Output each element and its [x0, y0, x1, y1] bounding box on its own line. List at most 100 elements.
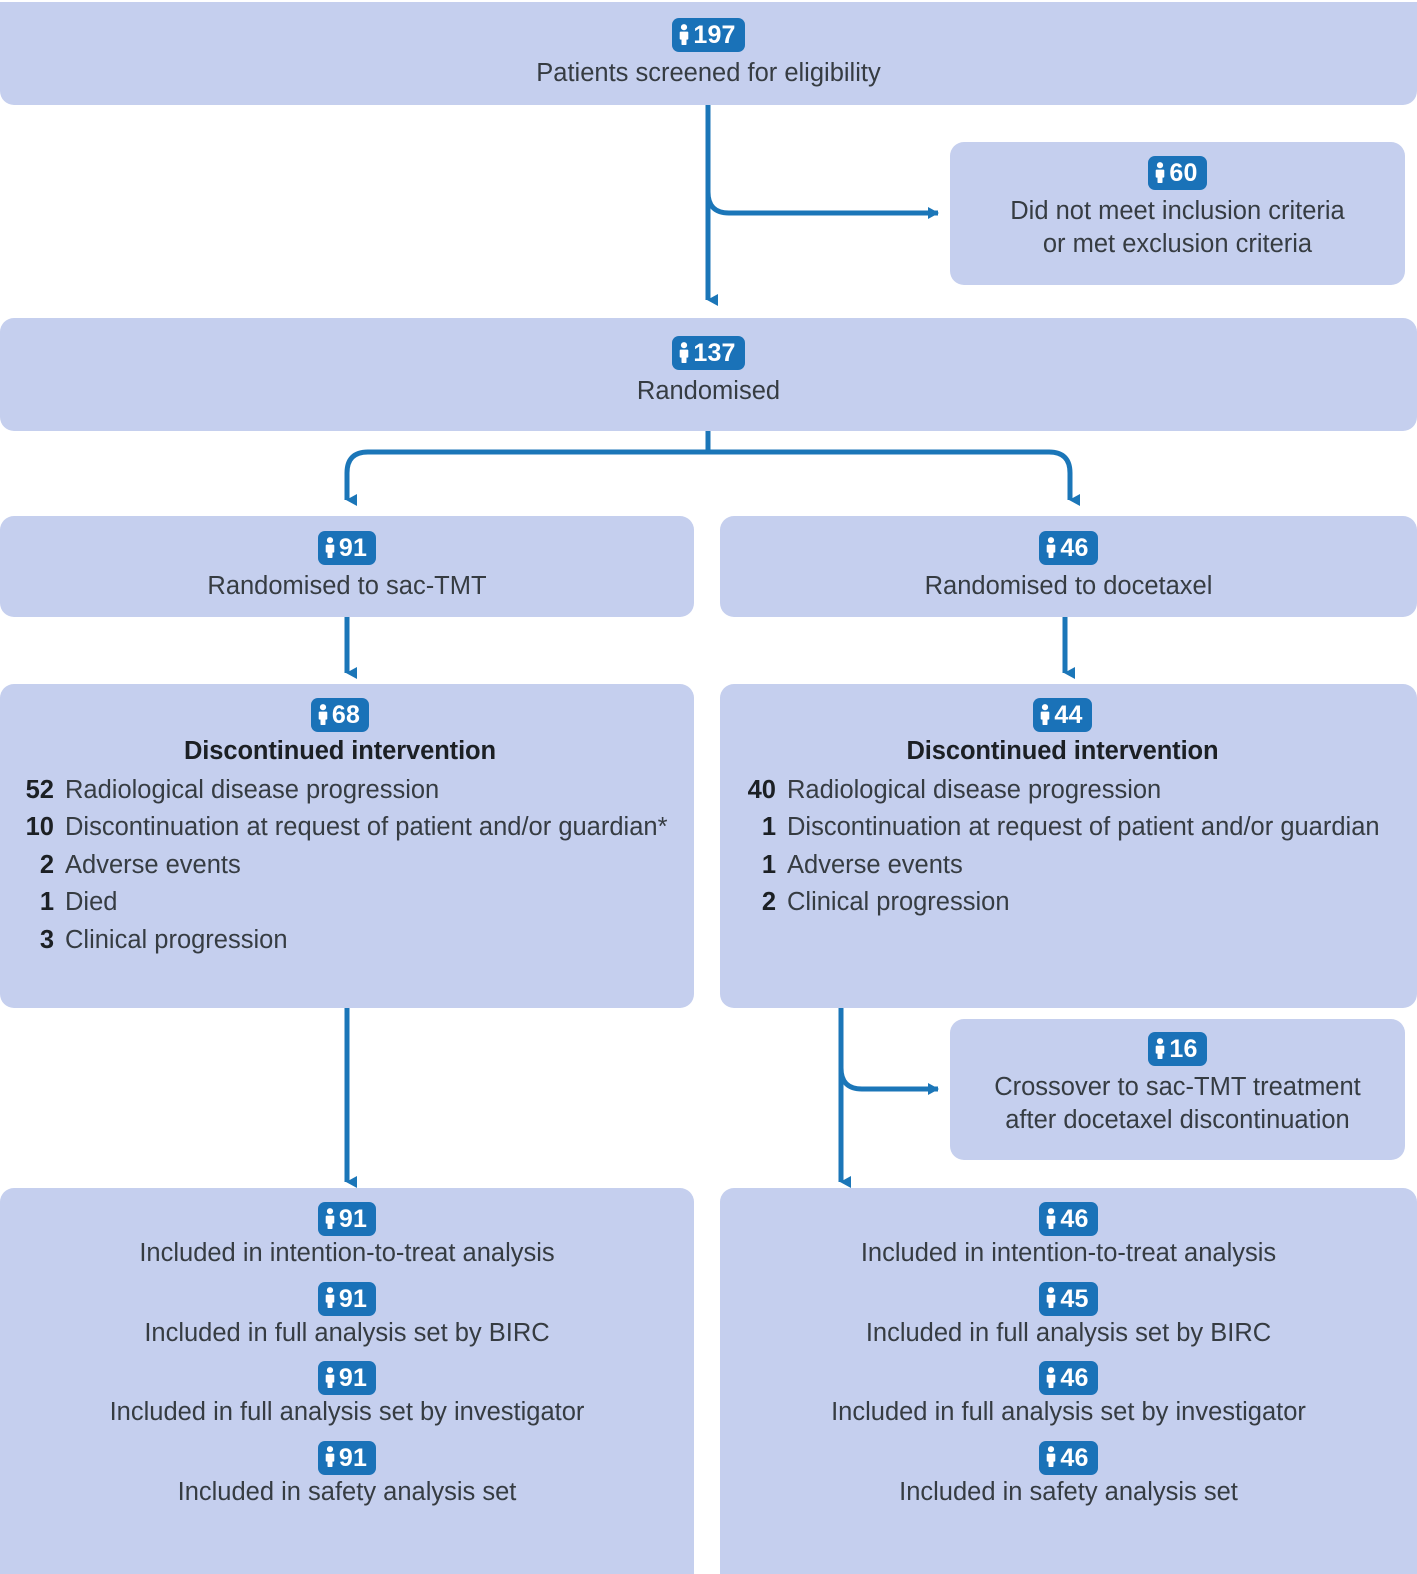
analysis-item: 91 Included in full analysis set by inve… — [0, 1361, 694, 1428]
badge-analysis: 91 — [317, 1440, 377, 1475]
person-icon — [325, 536, 335, 559]
badge-analysis: 91 — [317, 1281, 377, 1316]
badge-count: 44 — [1054, 701, 1083, 729]
person-icon — [325, 1366, 335, 1389]
reason-count: 1 — [761, 850, 776, 879]
badge-count: 68 — [331, 701, 361, 729]
badge-count: 46 — [1060, 1364, 1089, 1393]
reason-count: 10 — [25, 813, 54, 842]
node-title: Discontinued intervention — [183, 737, 497, 765]
badge-randomised: 137 — [672, 336, 745, 370]
analysis-label: Included in full analysis set by BIRC — [144, 1318, 550, 1347]
connector-randomised-to-docetaxel — [708, 449, 1080, 506]
analysis-label: Included in safety analysis set — [899, 1477, 1238, 1506]
badge-count: 137 — [693, 339, 736, 367]
analysis-item: 45 Included in full analysis set by BIRC — [720, 1281, 1417, 1349]
badge-count: 46 — [1060, 1205, 1089, 1233]
reason-count: 3 — [39, 925, 54, 954]
reason-item: 1 Adverse events — [730, 847, 1395, 884]
connector-screened-to-excluded — [705, 191, 939, 219]
analysis-item: 46 Included in full analysis set by inve… — [720, 1361, 1417, 1428]
badge-count: 91 — [338, 1284, 368, 1313]
badge-analysis: 46 — [1039, 1202, 1098, 1236]
node-title: Discontinued intervention — [906, 737, 1219, 765]
person-icon — [318, 703, 328, 726]
node-discontinued-sac-tmt: 68 Discontinued intervention 52 Radiolog… — [0, 684, 694, 1008]
badge-count: 45 — [1060, 1284, 1089, 1313]
node-label: Randomised to docetaxel — [924, 572, 1213, 600]
person-icon — [1155, 1037, 1165, 1060]
reason-count: 2 — [761, 888, 776, 917]
node-label: Randomised to sac-TMT — [207, 572, 487, 600]
badge-arm-sac-tmt: 91 — [317, 531, 377, 565]
person-icon — [325, 1287, 335, 1309]
reason-list: 40 Radiological disease progression 1 Di… — [730, 772, 1395, 922]
person-icon — [679, 341, 689, 364]
badge-count: 46 — [1060, 534, 1089, 562]
person-icon — [1040, 703, 1050, 726]
reason-item: 10 Discontinuation at request of patient… — [8, 809, 672, 846]
reason-item: 1 Discontinuation at request of patient … — [730, 809, 1395, 846]
analysis-item: 91 Included in full analysis set by BIRC — [0, 1281, 694, 1349]
node-crossover: 16 Crossover to sac-TMT treatment after … — [950, 1019, 1405, 1160]
connector-docetaxel-to-crossover — [838, 1067, 939, 1095]
person-icon — [325, 1446, 335, 1468]
person-icon — [1046, 1207, 1056, 1230]
reason-list: 52 Radiological disease progression 10 D… — [8, 772, 672, 959]
person-icon — [1155, 161, 1165, 184]
reason-count: 52 — [25, 776, 54, 804]
badge-count: 91 — [338, 1205, 368, 1233]
reason-count: 40 — [747, 776, 776, 804]
person-icon — [1046, 1446, 1056, 1468]
reason-count: 2 — [39, 850, 54, 879]
reason-item: 1 Died — [8, 884, 672, 921]
reason-count: 1 — [39, 888, 54, 917]
badge-count: 60 — [1169, 159, 1198, 187]
node-arm-sac-tmt: 91 Randomised to sac-TMT — [0, 516, 694, 617]
node-patients-screened: 197 Patients screened for eligibility — [0, 2, 1417, 105]
analysis-item: 46 Included in safety analysis set — [720, 1440, 1417, 1508]
node-label: Randomised — [636, 377, 781, 405]
person-icon — [325, 1207, 335, 1230]
reason-count: 1 — [761, 813, 776, 842]
reason-text: Discontinuation at request of patient an… — [65, 813, 668, 842]
reason-item: 3 Clinical progression — [8, 922, 672, 959]
badge-analysis: 46 — [1039, 1361, 1098, 1396]
reason-text: Adverse events — [65, 850, 241, 879]
node-randomised: 137 Randomised — [0, 318, 1417, 431]
reason-text: Radiological disease progression — [65, 776, 440, 804]
badge-count: 46 — [1060, 1443, 1089, 1472]
badge-patients-screened: 197 — [672, 18, 745, 52]
analysis-label: Included in full analysis set by investi… — [831, 1398, 1306, 1427]
analysis-label: Included in full analysis set by BIRC — [865, 1318, 1272, 1347]
badge-excluded: 60 — [1148, 156, 1207, 190]
analysis-label: Included in full analysis set by investi… — [109, 1398, 585, 1427]
node-excluded: 60 Did not meet inclusion criteria or me… — [950, 142, 1405, 285]
badge-discontinued-docetaxel: 44 — [1033, 698, 1092, 732]
reason-text: Clinical progression — [65, 925, 288, 954]
badge-count: 197 — [693, 21, 736, 49]
node-label: Crossover to sac-TMT treatment after doc… — [994, 1073, 1361, 1135]
node-label: Patients screened for eligibility — [536, 59, 881, 87]
person-icon — [1046, 536, 1056, 559]
badge-analysis: 91 — [317, 1361, 377, 1396]
reason-text: Adverse events — [787, 850, 963, 879]
badge-count: 16 — [1169, 1035, 1198, 1063]
analysis-label: Included in intention-to-treat analysis — [139, 1239, 555, 1267]
badge-count: 91 — [338, 1364, 368, 1393]
node-label: Did not meet inclusion criteria or met e… — [1010, 197, 1345, 259]
node-discontinued-docetaxel: 44 Discontinued intervention 40 Radiolog… — [720, 684, 1417, 1008]
reason-item: 40 Radiological disease progression — [730, 772, 1395, 809]
reason-text: Died — [65, 888, 118, 917]
badge-count: 91 — [338, 534, 368, 562]
node-analysis-sac-tmt: 91 Included in intention-to-treat analys… — [0, 1188, 694, 1574]
node-arm-docetaxel: 46 Randomised to docetaxel — [720, 516, 1417, 617]
node-analysis-docetaxel: 46 Included in intention-to-treat analys… — [720, 1188, 1417, 1574]
reason-text: Discontinuation at request of patient an… — [787, 813, 1380, 842]
reason-item: 2 Clinical progression — [730, 884, 1395, 921]
analysis-label: Included in intention-to-treat analysis — [860, 1239, 1277, 1267]
analysis-item: 46 Included in intention-to-treat analys… — [720, 1202, 1417, 1269]
badge-count: 91 — [338, 1443, 368, 1472]
reason-text: Clinical progression — [787, 888, 1010, 917]
